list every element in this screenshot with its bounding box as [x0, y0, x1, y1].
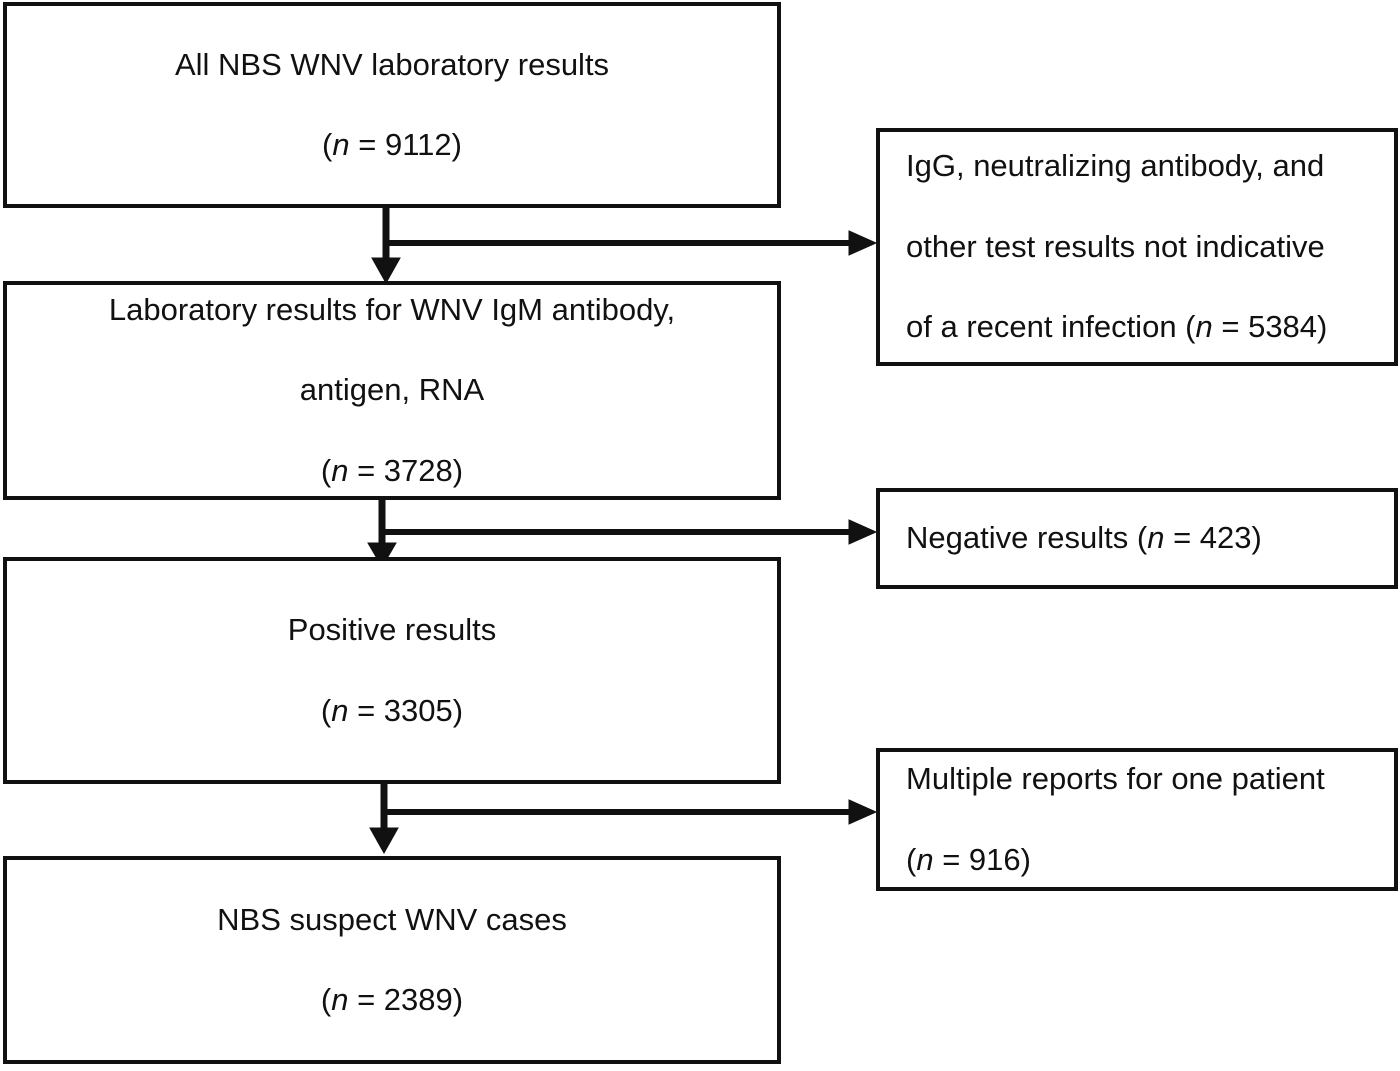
node-all-nbs-wnv-laboratory-results: All NBS WNV laboratory results (n = 9112… [3, 2, 781, 208]
node-excl-multiple-line1: Multiple reports for one patient [906, 761, 1325, 797]
node-excl-multiple-line2: (n = 916) [906, 840, 1380, 880]
node-all-results-text: All NBS WNV laboratory results (n = 9112… [7, 4, 777, 205]
node-all-results-line1: All NBS WNV laboratory results [174, 46, 610, 82]
n-value: = 5384) [1212, 309, 1328, 345]
node-lab-results-line1: Laboratory results for WNV IgM antibody, [108, 291, 676, 327]
line3-prefix: of a recent infection ( [906, 309, 1196, 345]
node-exclusion-negative-results: Negative results (n = 423) [876, 488, 1398, 589]
node-positive-results: Positive results (n = 3305) [3, 557, 781, 784]
node-laboratory-results-igm-antigen-rna: Laboratory results for WNV IgM antibody,… [3, 281, 781, 500]
n-value: = 3728) [348, 452, 464, 488]
node-lab-results-line2: antigen, RNA [299, 372, 485, 408]
node-all-results-line2: (n = 9112) [17, 125, 767, 165]
n-value: = 9112) [349, 127, 462, 163]
n-value: = 423) [1164, 520, 1262, 556]
node-positive-line1: Positive results [287, 612, 497, 648]
node-excl-negative-text: Negative results (n = 423) [880, 478, 1394, 599]
paren-open: ( [320, 982, 332, 1018]
node-lab-results-line3: (n = 3728) [17, 451, 767, 491]
n-symbol: n [1195, 309, 1213, 345]
n-symbol: n [331, 692, 349, 728]
line1-prefix: Negative results ( [906, 520, 1148, 556]
n-symbol: n [332, 127, 350, 163]
arrowhead-right-1 [848, 230, 878, 256]
node-excl-negative-line1: Negative results (n = 423) [906, 518, 1380, 558]
arrowhead-right-3 [848, 799, 878, 825]
node-suspect-cases-text: NBS suspect WNV cases (n = 2389) [7, 859, 777, 1060]
paren-open: ( [906, 841, 917, 877]
node-positive-text: Positive results (n = 3305) [7, 570, 777, 771]
node-excl-igg-line2: other test results not indicative [906, 228, 1325, 264]
node-suspect-cases-line2: (n = 2389) [17, 980, 767, 1020]
n-symbol: n [916, 841, 934, 877]
node-excl-multiple-text: Multiple reports for one patient (n = 91… [880, 719, 1394, 920]
node-excl-igg-line1: IgG, neutralizing antibody, and [906, 148, 1325, 184]
node-suspect-cases-line1: NBS suspect WNV cases [217, 901, 567, 937]
n-symbol: n [331, 452, 349, 488]
paren-open: ( [322, 127, 333, 163]
node-excl-igg-text: IgG, neutralizing antibody, and other te… [880, 106, 1394, 388]
paren-open: ( [320, 692, 332, 728]
n-symbol: n [1147, 520, 1165, 556]
node-lab-results-text: Laboratory results for WNV IgM antibody,… [7, 249, 777, 531]
node-exclusion-multiple-reports-one-patient: Multiple reports for one patient (n = 91… [876, 748, 1398, 891]
arrowhead-right-2 [848, 519, 878, 545]
node-nbs-suspect-wnv-cases: NBS suspect WNV cases (n = 2389) [3, 856, 781, 1064]
node-exclusion-igg-neutralizing-antibody: IgG, neutralizing antibody, and other te… [876, 128, 1398, 366]
n-symbol: n [331, 982, 349, 1018]
arrowhead-down-3 [369, 827, 399, 855]
n-value: = 916) [933, 841, 1031, 877]
paren-open: ( [320, 452, 332, 488]
n-value: = 3305) [348, 692, 464, 728]
node-positive-line2: (n = 3305) [17, 691, 767, 731]
node-excl-igg-line3: of a recent infection (n = 5384) [906, 307, 1380, 347]
n-value: = 2389) [348, 982, 464, 1018]
